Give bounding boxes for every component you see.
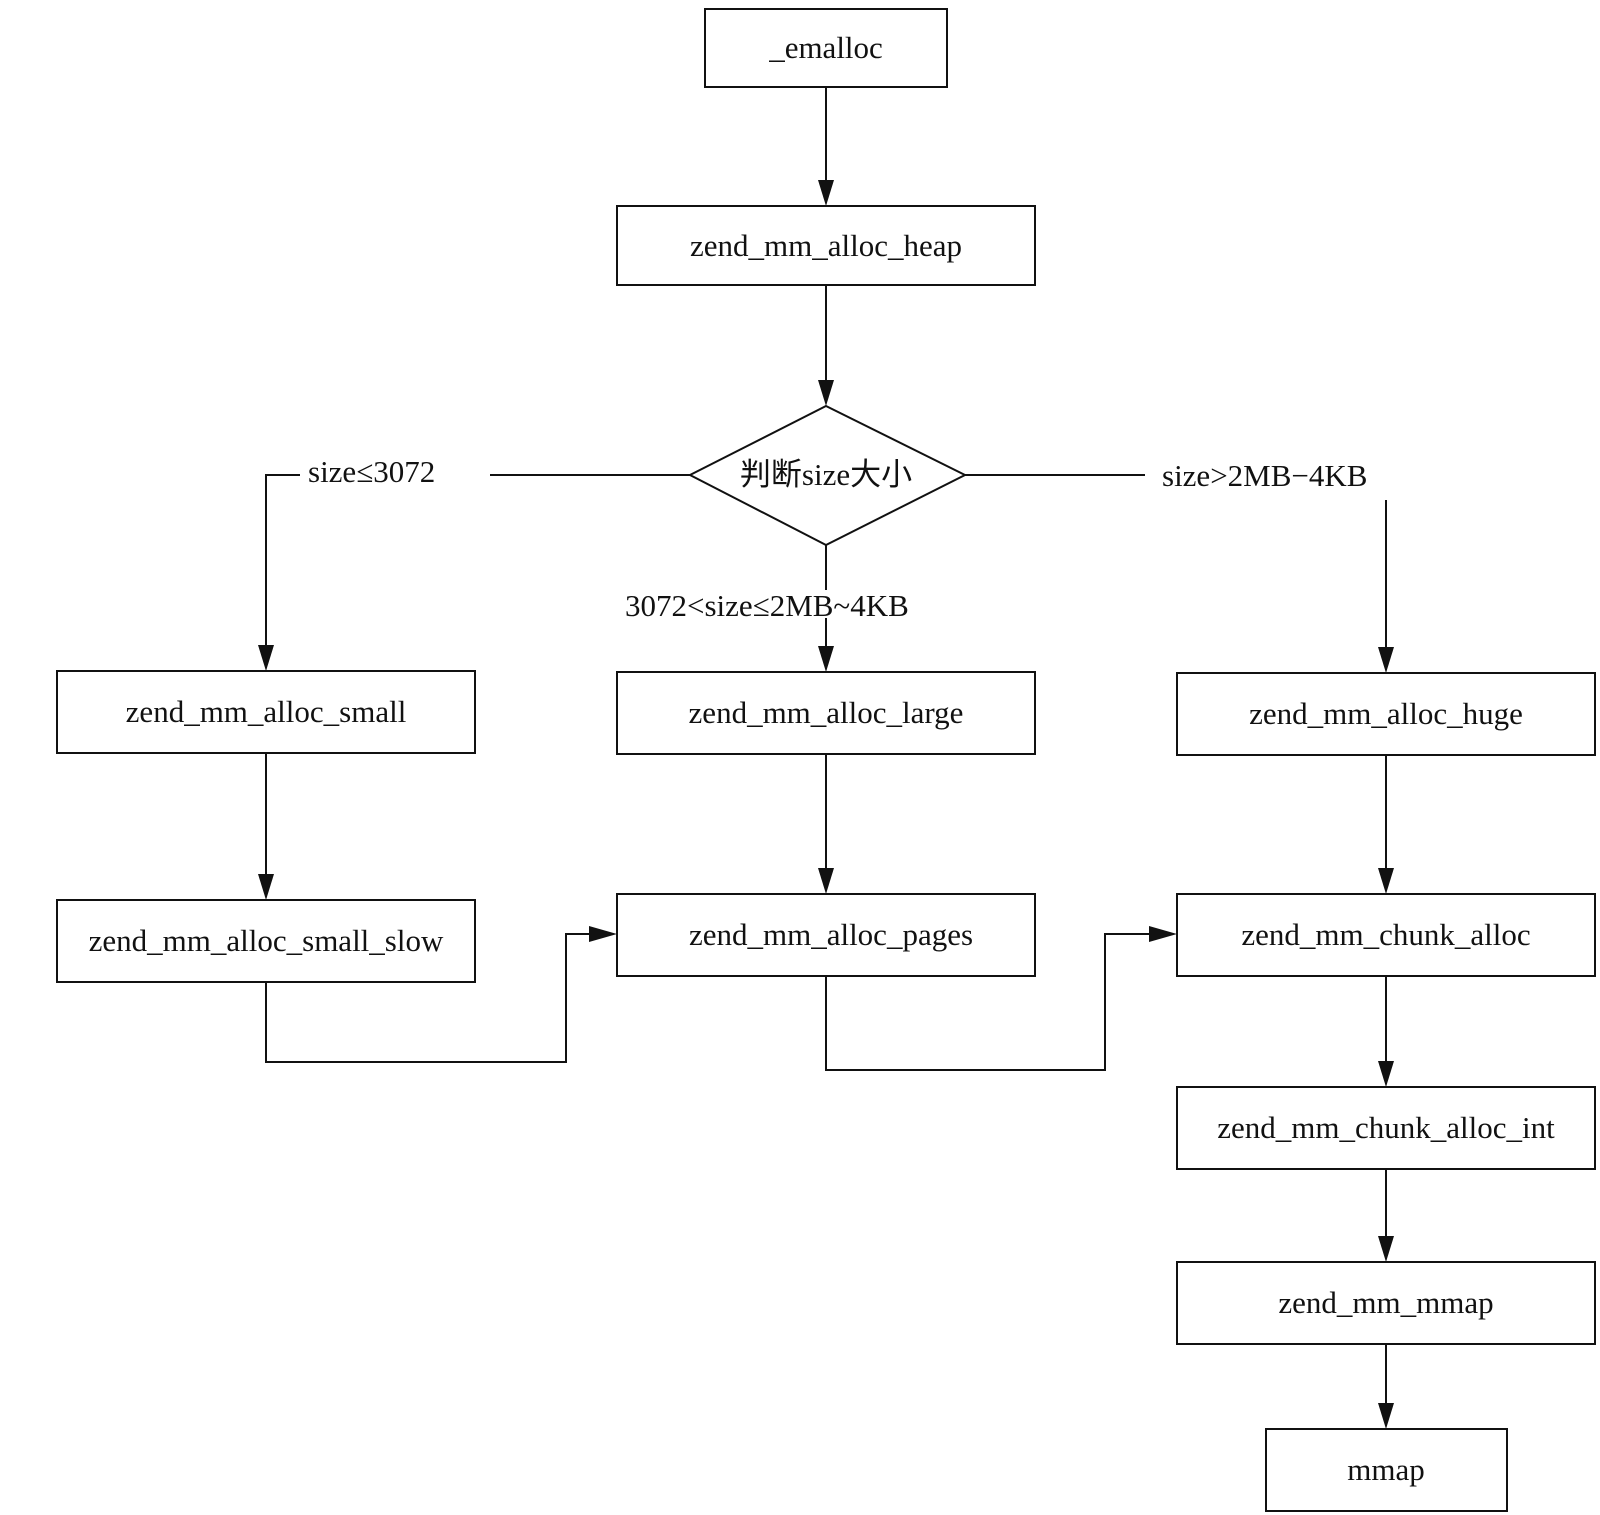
node-chunk-alloc-label: zend_mm_chunk_alloc (1241, 917, 1530, 952)
node-emalloc: _emalloc (704, 8, 948, 88)
edge-decision-to-huge (965, 474, 1394, 673)
edge-huge-to-chunk-alloc (1378, 755, 1394, 894)
edge-small-slow-to-pages (265, 926, 617, 1063)
node-alloc-large: zend_mm_alloc_large (616, 671, 1036, 755)
decision-size-label: 判断size大小 (740, 457, 912, 492)
edge-large-to-pages (818, 754, 834, 894)
node-mm-mmap: zend_mm_mmap (1176, 1261, 1596, 1345)
node-alloc-small-slow-label: zend_mm_alloc_small_slow (89, 923, 444, 958)
node-alloc-huge: zend_mm_alloc_huge (1176, 672, 1596, 756)
node-mmap-label: mmap (1347, 1452, 1425, 1487)
edge-label-small-condition: size≤3072 (308, 454, 435, 489)
node-alloc-heap: zend_mm_alloc_heap (616, 205, 1036, 286)
node-alloc-pages: zend_mm_alloc_pages (616, 893, 1036, 977)
node-alloc-small: zend_mm_alloc_small (56, 670, 476, 754)
edge-pages-to-chunk-alloc (825, 926, 1177, 1071)
edge-chunk-alloc-to-chunk-alloc-int (1378, 976, 1394, 1087)
node-chunk-alloc-int-label: zend_mm_chunk_alloc_int (1217, 1110, 1555, 1145)
edge-decision-to-small (258, 474, 690, 671)
node-alloc-pages-label: zend_mm_alloc_pages (689, 917, 973, 952)
node-alloc-huge-label: zend_mm_alloc_huge (1249, 696, 1523, 731)
edge-label-large-condition: 3072<size≤2MB~4KB (625, 588, 909, 623)
node-mmap: mmap (1265, 1428, 1508, 1512)
edge-mm-mmap-to-mmap (1378, 1344, 1394, 1429)
node-alloc-small-slow: zend_mm_alloc_small_slow (56, 899, 476, 983)
edge-emalloc-to-heap (818, 87, 834, 206)
node-mm-mmap-label: zend_mm_mmap (1278, 1285, 1493, 1320)
edge-heap-to-decision (818, 285, 834, 406)
node-emalloc-label: _emalloc (768, 30, 883, 65)
decision-size: 判断size大小 (687, 404, 968, 547)
node-chunk-alloc-int: zend_mm_chunk_alloc_int (1176, 1086, 1596, 1170)
node-alloc-small-label: zend_mm_alloc_small (126, 694, 407, 729)
node-alloc-large-label: zend_mm_alloc_large (689, 695, 964, 730)
node-chunk-alloc: zend_mm_chunk_alloc (1176, 893, 1596, 977)
edge-chunk-alloc-int-to-mm-mmap (1378, 1169, 1394, 1262)
edge-small-to-small-slow (258, 753, 274, 900)
node-alloc-heap-label: zend_mm_alloc_heap (690, 228, 962, 263)
edge-label-huge-condition: size>2MB−4KB (1162, 458, 1367, 493)
edge-decision-to-large (818, 545, 834, 672)
